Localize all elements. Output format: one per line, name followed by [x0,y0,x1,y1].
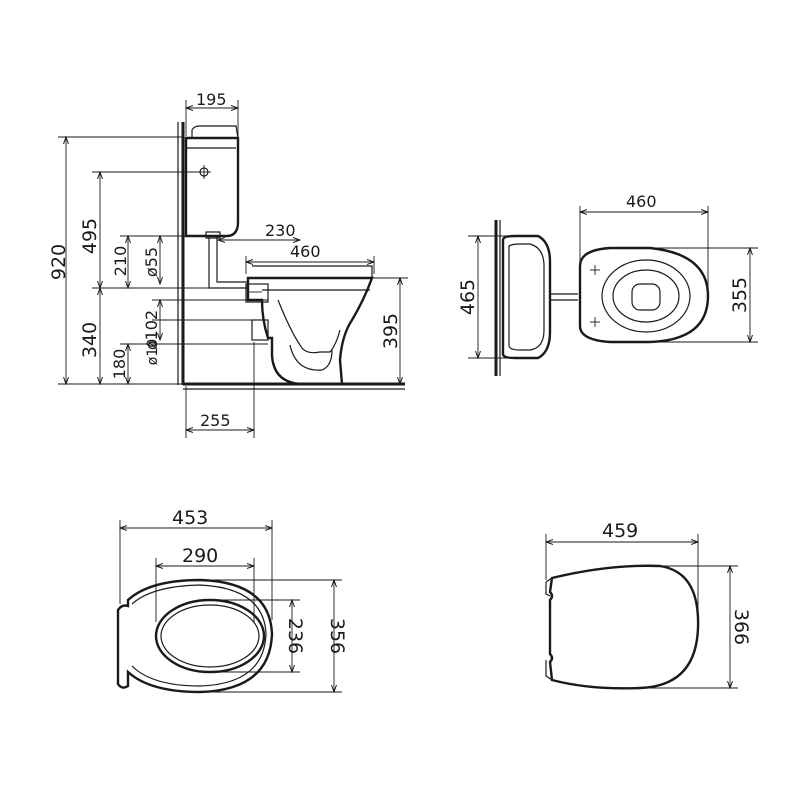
dim-outlet-height: 340 [79,322,101,358]
dim-inlet-height: 495 [79,218,101,254]
dim-opening-width: 236 [284,618,306,654]
dim-outlet-diameter: ø102 [142,310,161,350]
dim-seat-length: 453 [172,507,208,529]
dim-outlet-center: 180 [110,349,129,380]
dim-cistern-depth: 195 [196,90,227,109]
dim-cistern-width: 465 [457,279,479,315]
dim-cover-width: 366 [730,609,752,645]
seat-view-right: 459 366 [546,520,752,690]
fixing-point-icon [590,265,600,327]
dim-seat-height: 395 [380,313,402,349]
seat-opening [154,598,266,674]
top-view: 460 465 355 [457,192,758,376]
outlet-spigot [245,283,269,303]
cistern-outline [184,136,240,238]
seat-view-left: 453 290 236 356 [116,507,348,694]
dim-seat-width: 356 [326,618,348,654]
side-view: 195 920 495 340 210 180 ø55 ø102 ø10 230… [48,90,408,438]
dim-wall-to-outlet: 255 [200,411,231,430]
dim-cover-length: 459 [602,520,638,542]
dim-flush-pipe-diameter: ø55 [142,247,161,277]
dim-flush-projection: 230 [265,221,296,240]
top-view-cistern [501,234,552,360]
top-view-outlet [631,283,661,311]
dim-overall-height: 920 [48,244,70,280]
flush-pipe [208,236,248,289]
dim-bowl-width: 355 [729,277,751,313]
dim-bowl-length-side: 460 [290,242,321,261]
dim-opening-length: 290 [182,545,218,567]
top-view-bowl [578,246,710,344]
dim-bowl-length-top: 460 [626,192,657,211]
bowl-outline [246,276,374,386]
dim-flush-pipe-height: 210 [111,246,130,277]
cover-outline [548,564,700,690]
seat-outline [116,578,274,694]
dim-drain-diameter: ø10 [145,339,161,365]
